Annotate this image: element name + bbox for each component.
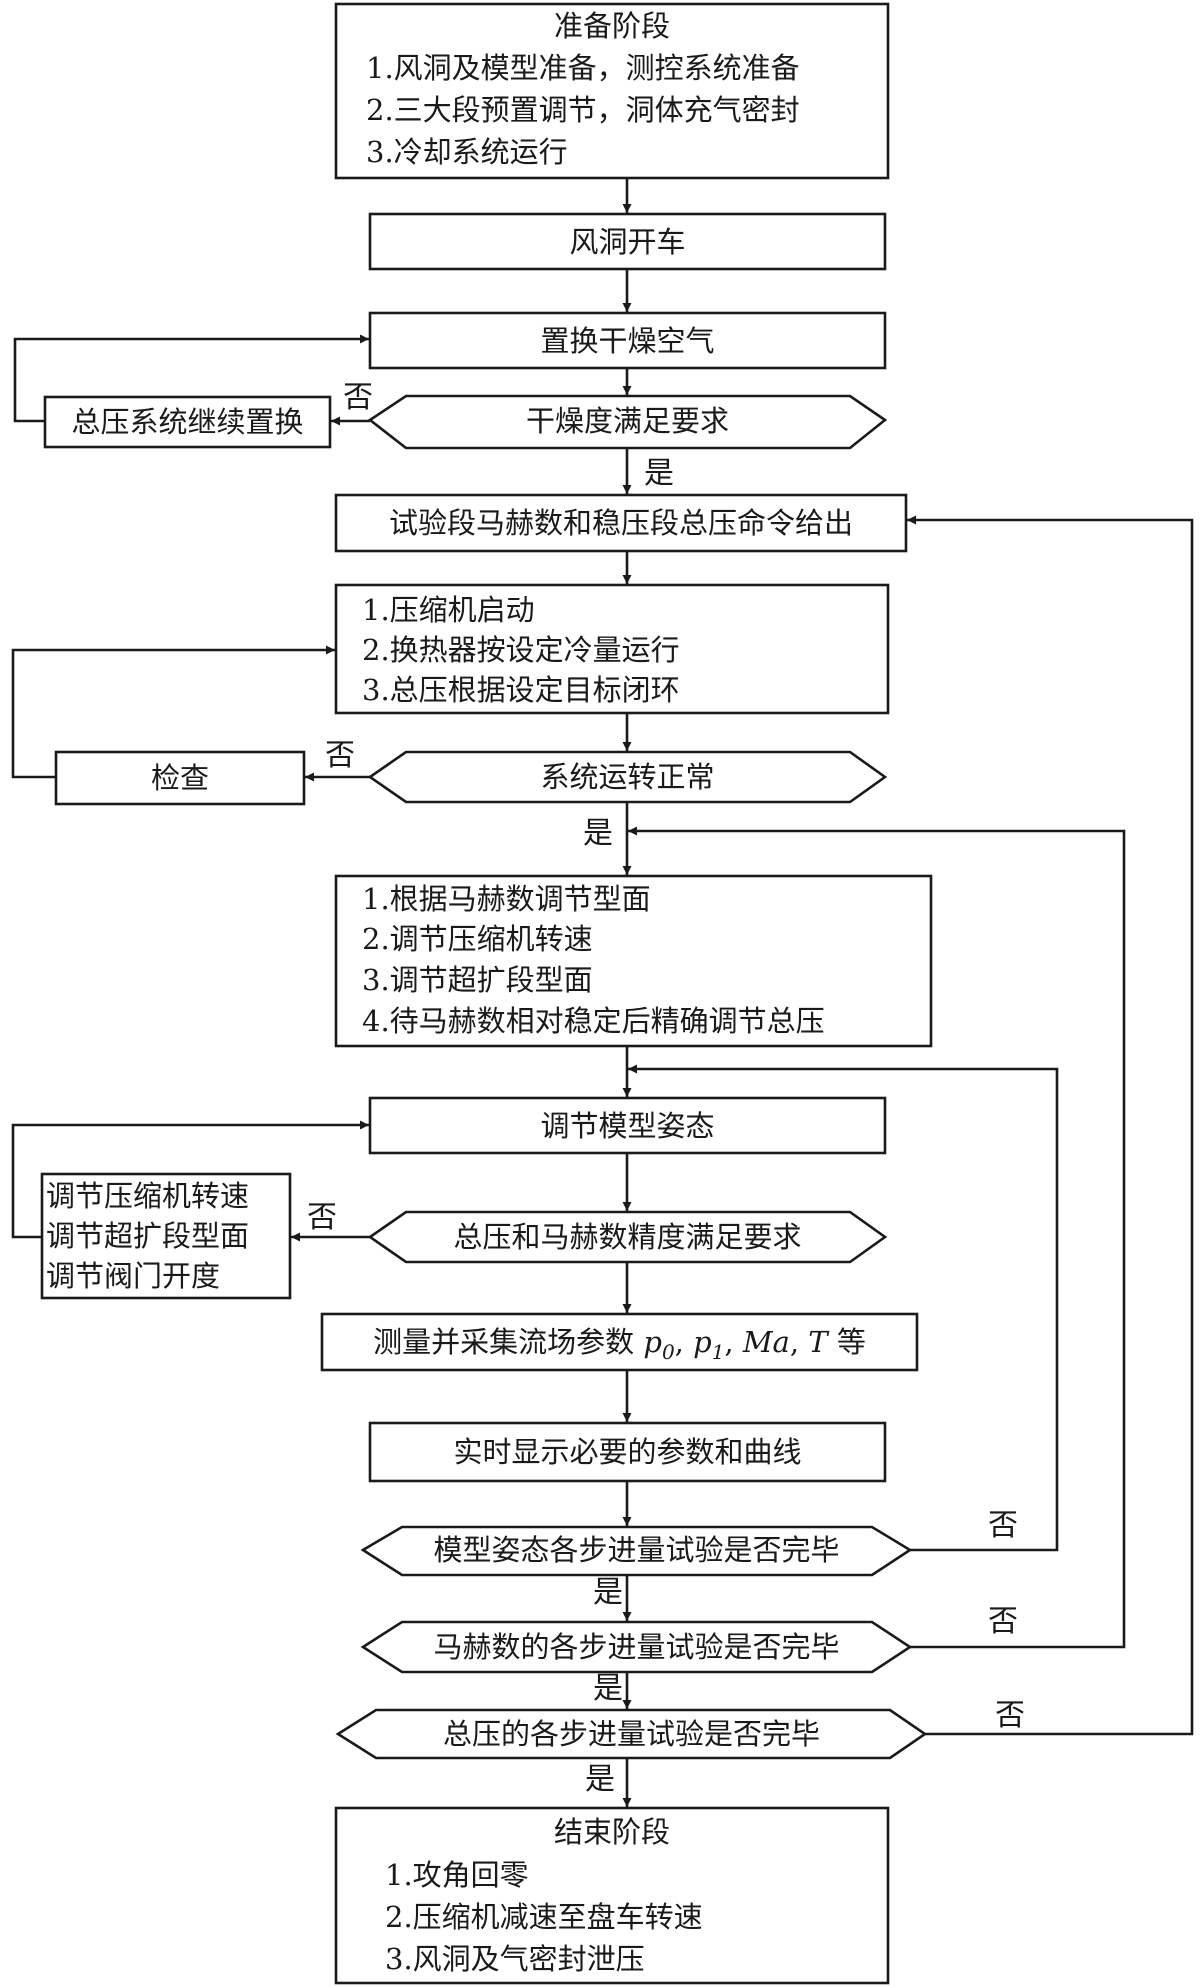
end-stage-box (334, 1806, 890, 1985)
replace-label: 置换干燥空气 (540, 324, 715, 358)
measure-p1: p1 (693, 1325, 725, 1364)
end-stage-title: 结束阶段 (553, 1815, 670, 1849)
pressure-done-yes-label: 是 (585, 1762, 615, 1797)
command-box (334, 493, 908, 553)
loop-pressure-done-no (907, 515, 1194, 1736)
precision-check-diamond (367, 1210, 888, 1264)
fix-item-2: 调节超扩段型面 (46, 1219, 250, 1253)
end-item-2: 2.压缩机减速至盘车转速 (385, 1900, 703, 1934)
fix-item-1: 调节压缩机转速 (46, 1179, 250, 1213)
startup-box (334, 583, 890, 715)
mach-done-no-label: 否 (988, 1604, 1018, 1639)
prep-stage-title: 准备阶段 (553, 9, 670, 43)
startup-item-1: 1.压缩机启动 (362, 593, 535, 627)
system-no-label: 否 (325, 738, 355, 773)
measure-label: 测量并采集流场参数 p0, p1, Ma, T 等 (373, 1325, 866, 1364)
inspect-label: 检查 (150, 761, 209, 795)
dry-no-label: 否 (343, 380, 373, 415)
adjust-item-2: 2.调节压缩机转速 (362, 922, 593, 956)
measure-prefix: 测量并采集流场参数 (373, 1325, 635, 1359)
mach-done-yes-label: 是 (593, 1671, 623, 1706)
precision-check-label: 总压和马赫数精度满足要求 (453, 1220, 802, 1254)
end-item-1: 1.攻角回零 (385, 1858, 529, 1892)
system-yes-label: 是 (583, 816, 613, 851)
pressure-done-no-label: 否 (995, 1698, 1025, 1733)
adjust-item-1: 1.根据马赫数调节型面 (362, 882, 651, 916)
start-label: 风洞开车 (569, 225, 686, 259)
measure-t: T (808, 1325, 828, 1359)
attitude-done-label: 模型姿态各步进量试验是否完毕 (433, 1533, 840, 1567)
measure-ma: Ma (742, 1325, 790, 1359)
inspect-box (54, 750, 306, 806)
attitude-done-no-label: 否 (988, 1508, 1018, 1543)
continue-replace-box (43, 395, 332, 449)
start-box (368, 212, 887, 271)
dry-yes-label: 是 (644, 456, 674, 491)
measure-box (320, 1312, 919, 1372)
fix-item-3: 调节阀门开度 (46, 1259, 221, 1293)
system-ok-diamond (367, 750, 888, 804)
continue-replace-label: 总压系统继续置换 (71, 405, 304, 439)
dry-check-label: 干燥度满足要求 (525, 404, 729, 438)
loop-fix-to-attitude (11, 1120, 369, 1239)
loop-attitude-done-no (628, 1064, 1059, 1552)
measure-suffix: 等 (836, 1325, 866, 1359)
measure-p0: p0 (643, 1325, 675, 1364)
end-item-3: 3.风洞及气密封泄压 (385, 1942, 645, 1976)
adjust-item-3: 3.调节超扩段型面 (362, 963, 593, 997)
startup-item-2: 2.换热器按设定冷量运行 (362, 633, 680, 667)
prep-stage-box (334, 2, 890, 180)
fix-box (40, 1172, 292, 1300)
attitude-label: 调节模型姿态 (540, 1109, 715, 1143)
prep-item-2: 2.三大段预置调节，洞体充气密封 (366, 93, 800, 127)
adjust-item-4: 4.待马赫数相对稳定后精确调节总压 (362, 1004, 825, 1038)
loop-continue-to-replace (13, 334, 369, 423)
loop-mach-done-no (628, 826, 1126, 1649)
prep-item-3: 3.冷却系统运行 (366, 135, 568, 169)
system-ok-label: 系统运转正常 (540, 760, 715, 794)
attitude-box (368, 1096, 887, 1155)
pressure-done-label: 总压的各步进量试验是否完毕 (442, 1717, 820, 1751)
display-label: 实时显示必要的参数和曲线 (453, 1435, 802, 1469)
command-label: 试验段马赫数和稳压段总压命令给出 (388, 506, 853, 540)
prep-item-1: 1.风洞及模型准备，测控系统准备 (366, 51, 800, 85)
attitude-done-yes-label: 是 (593, 1575, 623, 1610)
adjust-box (334, 874, 933, 1048)
dry-check-diamond (367, 394, 888, 450)
mach-done-label: 马赫数的各步进量试验是否完毕 (433, 1630, 840, 1664)
loop-inspect-to-startup (11, 645, 335, 779)
startup-item-3: 3.总压根据设定目标闭环 (362, 673, 680, 707)
precision-no-label: 否 (307, 1200, 337, 1235)
